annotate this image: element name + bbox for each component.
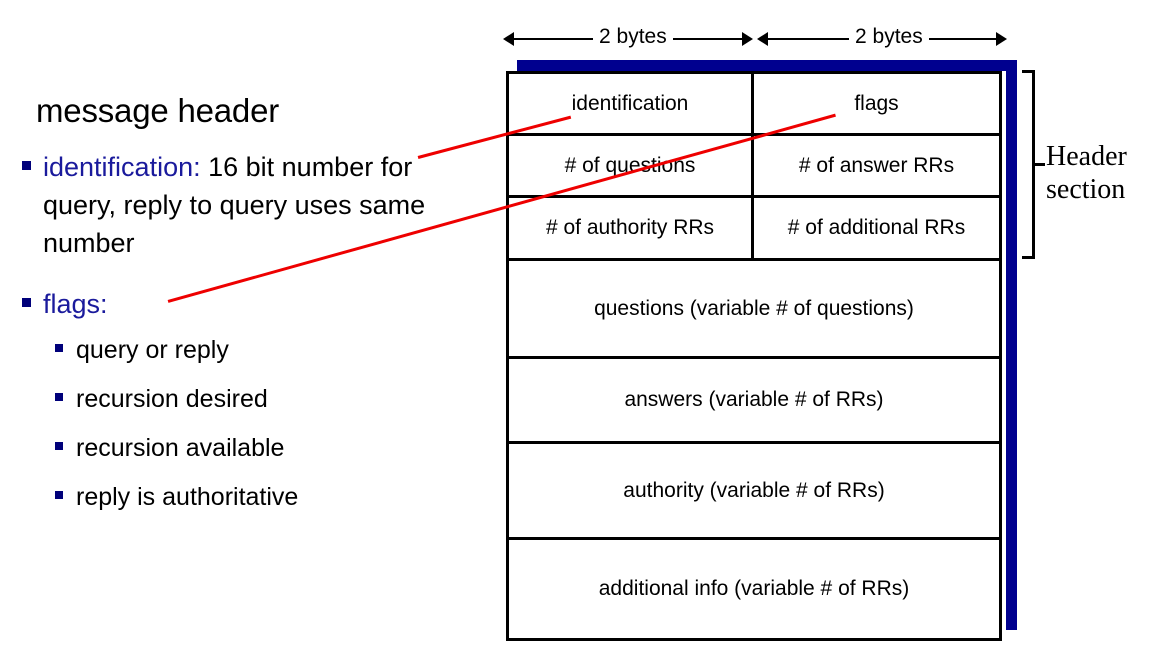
span-arrow-2-bytes-right: 2 bytes bbox=[757, 25, 1007, 52]
sub-bullet-label: query or reply bbox=[76, 336, 229, 364]
span-label-left: 2 bytes bbox=[599, 25, 667, 48]
sub-bullet-recursion-available: recursion available bbox=[55, 431, 284, 465]
diagram-shadow-right bbox=[1006, 60, 1017, 630]
cell-authority-section: authority (variable # of RRs) bbox=[623, 478, 885, 502]
cell-flags: flags bbox=[854, 91, 899, 115]
arrow-head-right-icon bbox=[996, 32, 1007, 46]
bullet-identification: identification: 16 bit number for query,… bbox=[22, 148, 482, 262]
header-section-label: Header section bbox=[1046, 140, 1127, 206]
sub-bullet-label: reply is authoritative bbox=[76, 483, 299, 511]
bullet-square-icon bbox=[55, 393, 63, 401]
arrow-shaft bbox=[767, 38, 849, 41]
sub-bullet-label: recursion desired bbox=[76, 385, 268, 413]
cell-number-of-additional-rrs: # of additional RRs bbox=[787, 216, 966, 239]
table-row-questions-section: questions (variable # of questions) bbox=[509, 261, 999, 359]
diagram-shadow-top bbox=[517, 60, 1017, 71]
sub-bullet-reply-is-authoritative: reply is authoritative bbox=[55, 480, 298, 514]
bullet-square-icon bbox=[55, 344, 63, 352]
bracket-bottom-tick bbox=[1022, 256, 1035, 259]
dns-message-format-table: identification flags # of questions # of… bbox=[506, 71, 1002, 641]
bullet-square-icon bbox=[22, 298, 31, 307]
header-section-label-line1: Header bbox=[1046, 141, 1127, 172]
span-label-right: 2 bytes bbox=[855, 25, 923, 48]
sub-bullet-query-or-reply: query or reply bbox=[55, 333, 229, 367]
arrow-shaft bbox=[513, 38, 593, 41]
arrow-head-left-icon bbox=[503, 32, 514, 46]
bullet-identification-rest: 16 bit number for query, reply to query … bbox=[43, 152, 426, 258]
table-row-questions-answers: # of questions # of answer RRs bbox=[509, 136, 999, 198]
sub-bullet-recursion-desired: recursion desired bbox=[55, 382, 268, 416]
bullet-square-icon bbox=[55, 491, 63, 499]
bracket-top-tick bbox=[1022, 70, 1035, 73]
table-row-authority-additional: # of authority RRs # of additional RRs bbox=[509, 198, 999, 261]
cell-answers-section: answers (variable # of RRs) bbox=[624, 388, 884, 411]
table-row-additional-info-section: additional info (variable # of RRs) bbox=[509, 540, 999, 638]
bullet-identification-label: identification: bbox=[43, 152, 201, 182]
arrow-head-right-icon bbox=[742, 32, 753, 46]
bullet-flags-label: flags: bbox=[43, 289, 108, 319]
span-arrow-2-bytes-left: 2 bytes bbox=[503, 25, 753, 52]
cell-additional-info-section: additional info (variable # of RRs) bbox=[598, 577, 910, 600]
sub-bullet-label: recursion available bbox=[76, 434, 285, 462]
header-section-label-line2: section bbox=[1046, 174, 1126, 205]
bullet-square-icon bbox=[55, 442, 63, 450]
bullet-identification-text: identification: 16 bit number for query,… bbox=[43, 148, 482, 262]
cell-identification: identification bbox=[509, 74, 754, 133]
arrow-head-left-icon bbox=[757, 32, 768, 46]
cell-number-of-answer-rrs: # of answer RRs bbox=[798, 153, 955, 177]
bracket-mid-tick bbox=[1032, 163, 1045, 166]
bullet-flags: flags: bbox=[22, 285, 108, 323]
arrow-shaft bbox=[929, 38, 996, 41]
page-title: message header bbox=[36, 92, 280, 129]
table-row-authority-section: authority (variable # of RRs) bbox=[509, 444, 999, 540]
header-section-bracket bbox=[1022, 70, 1045, 259]
cell-number-of-questions: # of questions bbox=[509, 136, 754, 195]
bullet-square-icon bbox=[22, 161, 31, 170]
cell-number-of-authority-rrs: # of authority RRs bbox=[509, 198, 754, 258]
table-row-identification-flags: identification flags bbox=[509, 74, 999, 136]
cell-questions-section: questions (variable # of questions) bbox=[594, 296, 914, 320]
arrow-shaft bbox=[673, 38, 742, 41]
table-row-answers-section: answers (variable # of RRs) bbox=[509, 359, 999, 444]
